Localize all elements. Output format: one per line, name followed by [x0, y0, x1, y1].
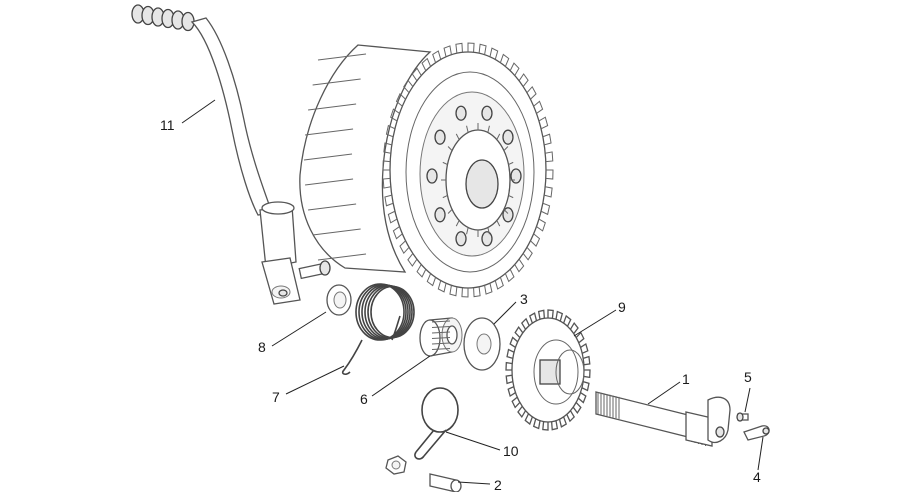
kickstart-gear	[505, 309, 591, 431]
callout-5: 5	[744, 369, 752, 385]
clutch-basket	[299, 42, 554, 298]
callout-10: 10	[503, 443, 519, 459]
leader-lines	[181, 99, 764, 485]
callout-2: 2	[494, 477, 502, 492]
callout-8: 8	[258, 339, 266, 355]
kickstart-lever	[131, 4, 301, 305]
coil-spring	[341, 283, 415, 375]
small-pin	[736, 412, 749, 422]
callout-9: 9	[618, 299, 626, 315]
callout-3: 3	[520, 291, 528, 307]
thrust-washer	[463, 317, 501, 371]
dowel-pin	[429, 473, 462, 492]
callout-4: 4	[753, 469, 761, 485]
callout-7: 7	[272, 389, 280, 405]
lever-bolt	[298, 260, 331, 280]
seal-ring	[326, 284, 352, 316]
needle-bearing	[419, 317, 463, 357]
callout-6: 6	[360, 391, 368, 407]
kickstart-shaft	[595, 391, 731, 447]
spring-clip	[414, 387, 459, 460]
callout-1: 1	[682, 371, 690, 387]
callout-labels: 11 8 7 6 3 9 1 5 4 10 2	[160, 117, 761, 492]
small-nut	[385, 455, 407, 475]
retaining-clip	[743, 425, 770, 441]
callout-11: 11	[160, 117, 175, 133]
